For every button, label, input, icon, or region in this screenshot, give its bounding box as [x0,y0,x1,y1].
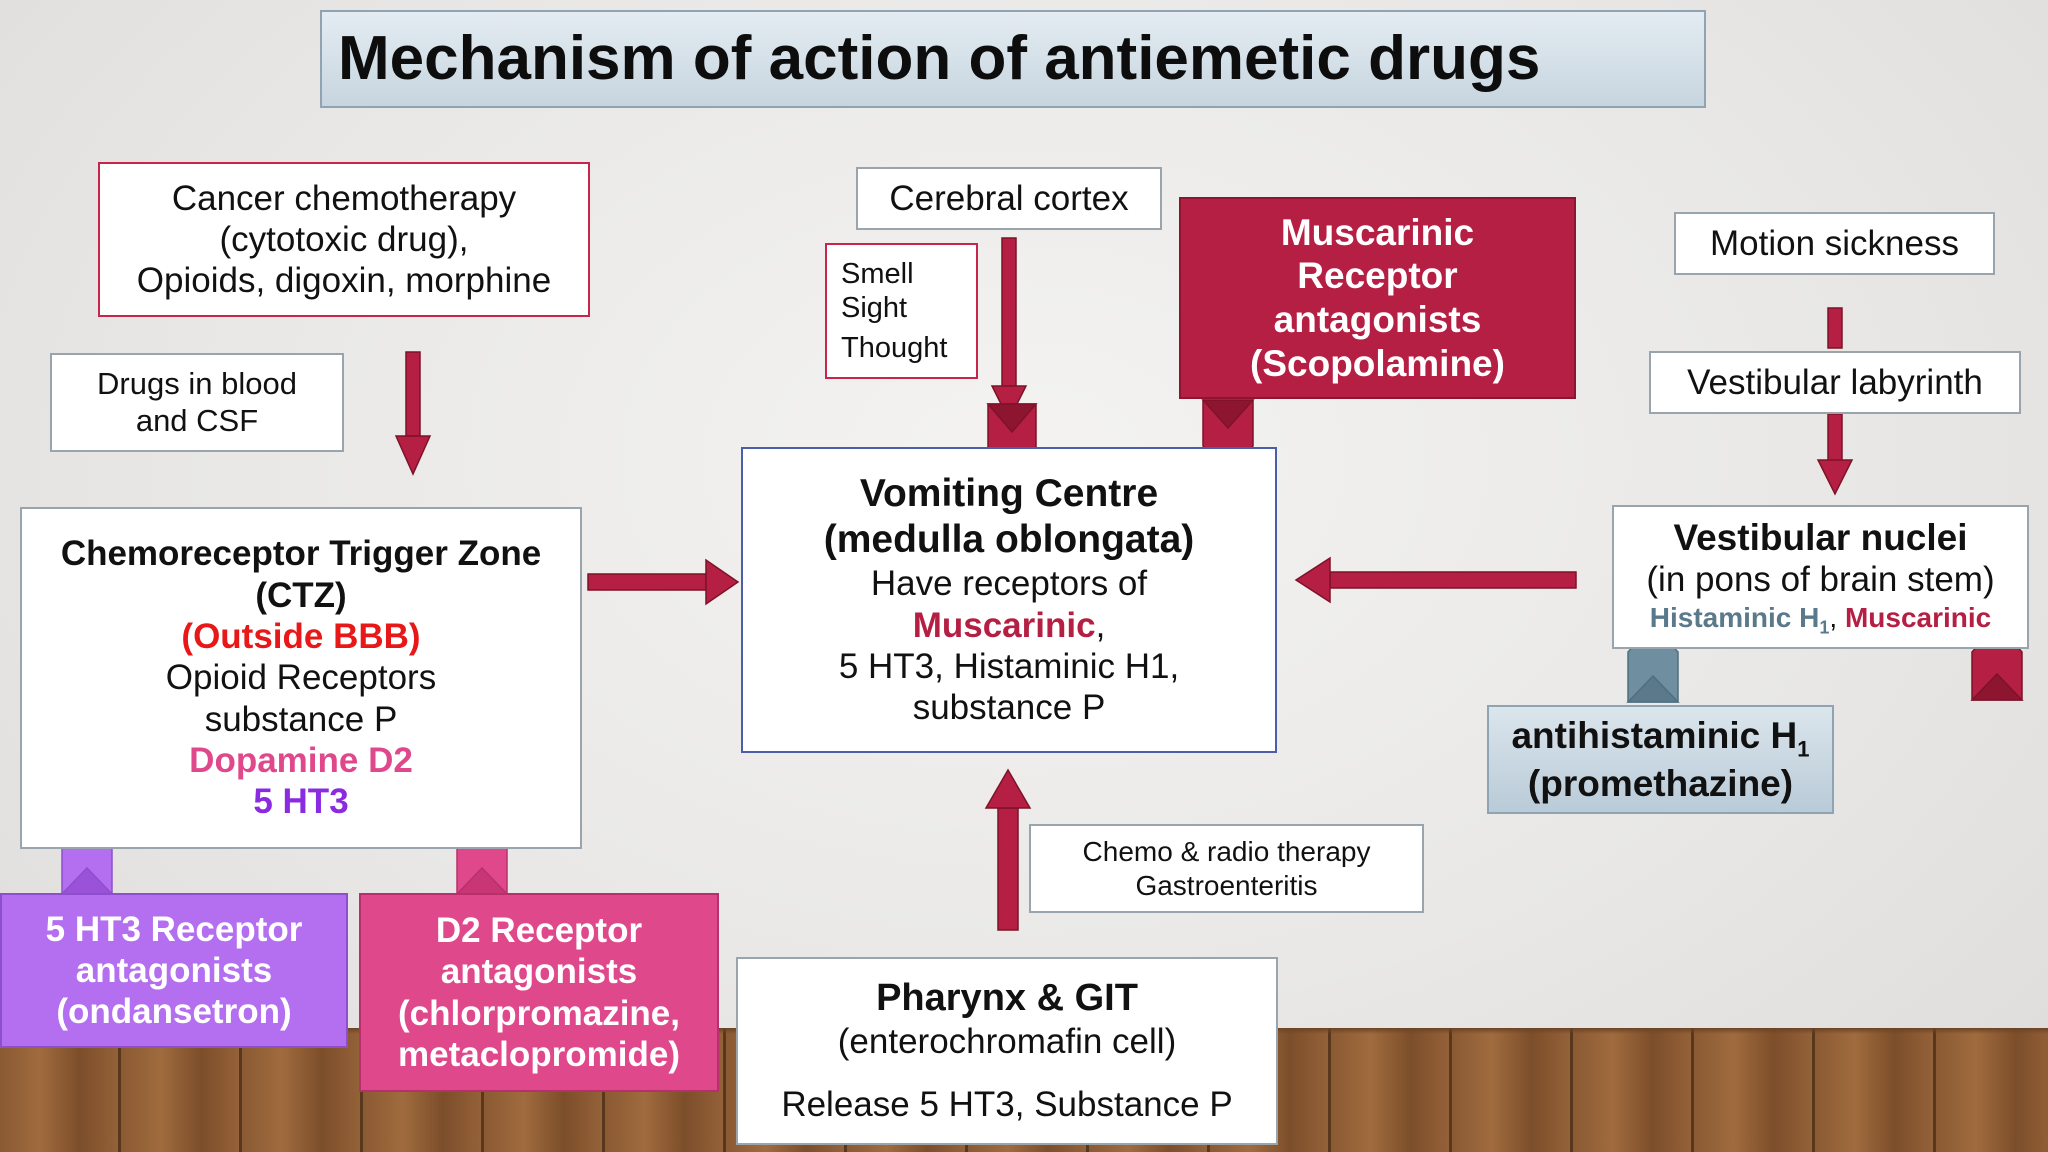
antihistaminic-line-1: antihistaminic H1 [1511,714,1810,761]
senses-box: Smell Sight Thought [825,243,978,379]
arrow-motion-to-labyrinth [1827,307,1843,349]
arrow-pharynx-to-vomiting [984,768,1032,931]
chemo-line-2: Gastroenteritis [1135,869,1318,901]
motion-label: Motion sickness [1710,223,1959,263]
d2-line-3: (chlorpromazine, [398,993,680,1033]
arrow-cortex-to-vomiting [990,237,1028,422]
page-title: Mechanism of action of antiemetic drugs [338,24,1541,94]
5ht3-line-1: 5 HT3 Receptor [45,909,303,949]
ctz-5ht3: 5 HT3 [253,782,349,822]
labyrinth-label: Vestibular labyrinth [1687,362,1983,402]
d2-line-2: antagonists [440,952,638,992]
ctz-substance-p: substance P [204,699,398,739]
cerebral-cortex-box: Cerebral cortex [856,167,1162,230]
vomiting-line-2: 5 HT3, Histaminic H1, [838,647,1180,687]
ctz-opioid: Opioid Receptors [165,658,437,698]
nuclei-subtitle: (in pons of brain stem) [1646,560,1995,600]
ctz-box: Chemoreceptor Trigger Zone (CTZ) (Outsid… [20,507,582,849]
arrow-cancer-to-ctz [394,351,432,476]
vomiting-centre-box: Vomiting Centre (medulla oblongata) Have… [741,447,1277,753]
arrow-ctz-to-vomiting [587,558,740,606]
ctz-title: Chemoreceptor Trigger Zone [60,534,542,574]
d2-line-1: D2 Receptor [435,910,643,950]
senses-sight: Sight [841,291,908,324]
senses-smell: Smell [841,257,914,290]
chemo-line-1: Chemo & radio therapy [1082,836,1371,868]
ctz-outside-bbb: (Outside BBB) [181,617,421,657]
title-banner: Mechanism of action of antiemetic drugs [320,10,1706,108]
muscarinic-line-2: Receptor [1297,255,1458,297]
vomiting-subtitle: (medulla oblongata) [823,518,1195,562]
muscarinic-line-3: antagonists [1273,299,1482,340]
drugs-in-blood-box: Drugs in blood and CSF [50,353,344,452]
5ht3-line-2: antagonists [75,950,273,990]
muscarinic-antagonist-box: Muscarinic Receptor antagonists (Scopola… [1179,197,1576,399]
nuclei-receptors-row: Histaminic H1, Muscarinic [1650,601,1991,639]
vestibular-nuclei-box: Vestibular nuclei (in pons of brain stem… [1612,505,2029,649]
vomiting-muscarinic: Muscarinic [912,605,1096,645]
d2-line-4: metaclopromide) [398,1034,680,1074]
cancer-line-2: (cytotoxic drug), [219,219,469,259]
pharynx-release: Release 5 HT3, Substance P [781,1085,1233,1125]
drugs-line-2: and CSF [135,402,259,438]
nuclei-sep: , [1829,601,1845,633]
muscarinic-line-4: (Scopolamine) [1250,342,1505,384]
pharynx-title: Pharynx & GIT [876,977,1138,1020]
arrow-vestibular-to-vomiting [1294,556,1577,604]
nuclei-title: Vestibular nuclei [1673,516,1968,558]
vomiting-line-1: Have receptors of [870,564,1148,604]
nuclei-muscarinic: Muscarinic [1844,601,1992,633]
5ht3-antagonist-box: 5 HT3 Receptor antagonists (ondansetron) [0,893,348,1048]
chemo-radio-box: Chemo & radio therapy Gastroenteritis [1029,824,1424,913]
cancer-chemotherapy-box: Cancer chemotherapy (cytotoxic drug), Op… [98,162,590,317]
arrow-labyrinth-to-nuclei [1816,413,1854,496]
vomiting-title: Vomiting Centre [859,472,1159,516]
pharynx-git-box: Pharynx & GIT (enterochromafin cell) Rel… [736,957,1278,1145]
motion-sickness-box: Motion sickness [1674,212,1995,275]
ctz-abbr: (CTZ) [255,575,347,615]
cancer-line-3: Opioids, digoxin, morphine [136,261,552,301]
cortex-label: Cerebral cortex [889,178,1129,218]
vomiting-comma: , [1095,605,1106,645]
cancer-line-1: Cancer chemotherapy [171,178,517,218]
vestibular-labyrinth-box: Vestibular labyrinth [1649,351,2021,414]
antihistaminic-line-2: (promethazine) [1527,762,1794,804]
antihistaminic-box: antihistaminic H1 (promethazine) [1487,705,1834,814]
vomiting-line-3: substance P [912,688,1106,728]
drugs-line-1: Drugs in blood [97,365,297,401]
d2-antagonist-box: D2 Receptor antagonists (chlorpromazine,… [359,893,719,1092]
ctz-dopamine: Dopamine D2 [189,740,413,780]
pharynx-subtitle: (enterochromafin cell) [837,1022,1177,1062]
senses-thought: Thought [841,332,948,365]
nuclei-histaminic: Histaminic H1 [1649,601,1830,638]
5ht3-line-3: (ondansetron) [56,992,292,1032]
vomiting-muscarinic-row: Muscarinic, [913,605,1106,646]
muscarinic-line-1: Muscarinic [1280,211,1475,253]
